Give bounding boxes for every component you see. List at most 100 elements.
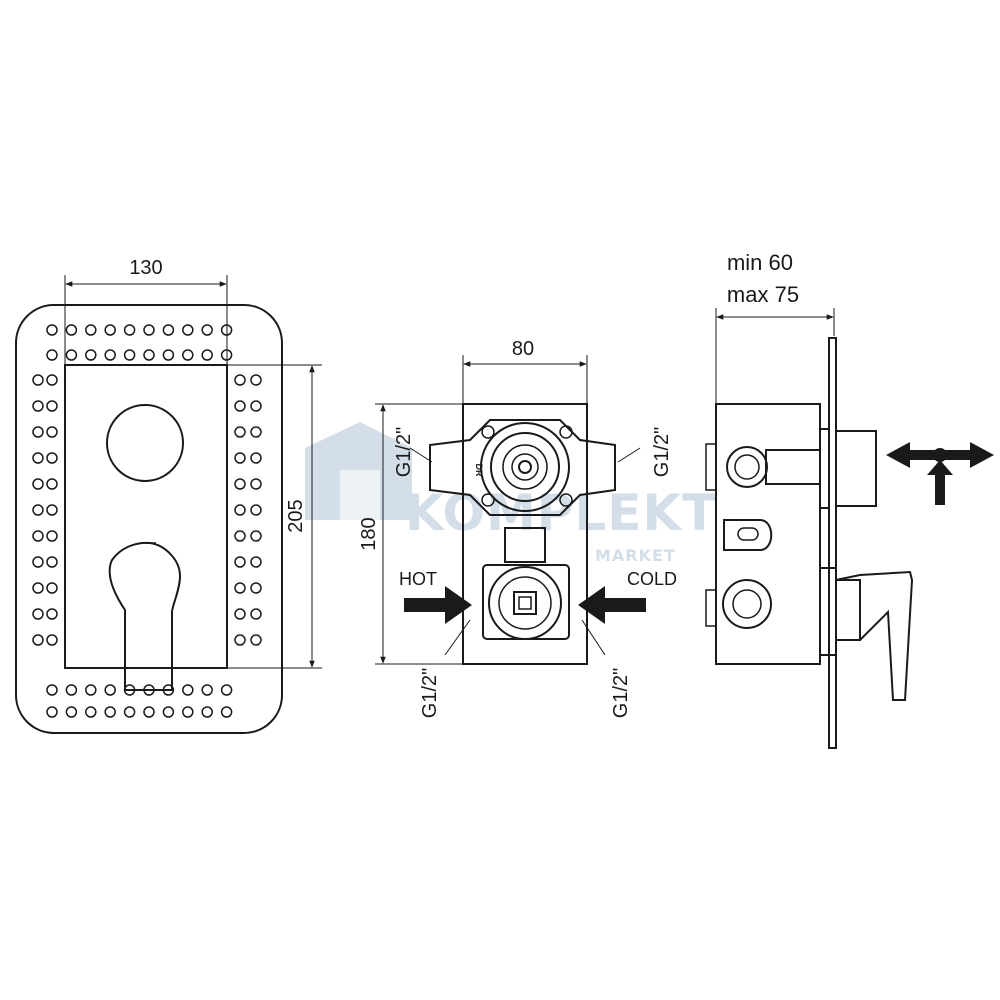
thread-bottom-right-label: G1/2" [610, 668, 632, 718]
front-width-label: 130 [129, 257, 162, 279]
side-view: min 60 max 75 [705, 250, 994, 749]
perforation-hole [32, 556, 44, 568]
perforation-hole [143, 349, 155, 361]
thread-bottom-left-label: G1/2" [419, 668, 441, 718]
perforation-hole [32, 634, 44, 646]
perforation-hole [46, 582, 58, 594]
perforation-hole [85, 706, 97, 718]
perforation-hole [46, 706, 58, 718]
perforation-hole [234, 374, 246, 386]
hot-label: HOT [399, 569, 437, 589]
perforation-hole [250, 556, 262, 568]
side-cover-plate [828, 337, 837, 749]
perforation-hole [32, 452, 44, 464]
perforation-hole [46, 374, 58, 386]
side-body [715, 403, 821, 665]
perforation-hole [250, 400, 262, 412]
perforation-hole [182, 324, 194, 336]
cold-inlet-arrow [578, 586, 646, 624]
upper-valve-body [429, 419, 616, 516]
perforation-hole [250, 374, 262, 386]
perforation-hole [234, 478, 246, 490]
perforation-hole [250, 530, 262, 542]
perforation-hole [104, 684, 116, 696]
perforation-hole [104, 706, 116, 718]
perforation-hole [104, 324, 116, 336]
perforation-hole [220, 706, 233, 718]
perforation-hole [46, 452, 58, 464]
perforation-hole [32, 400, 44, 412]
perforation-hole [182, 706, 194, 718]
perforation-hole [85, 684, 97, 696]
depth-max-label: max 75 [727, 282, 799, 307]
perforation-hole [234, 556, 246, 568]
body-mark: DR [474, 464, 484, 477]
depth-min-label: min 60 [727, 250, 793, 275]
diverter-knob [106, 404, 184, 482]
body-height-label: 180 [358, 517, 380, 550]
perforation-hole [220, 684, 233, 696]
side-lever [819, 567, 861, 656]
perforation-hole [46, 426, 58, 438]
thread-top-left-label: G1/2" [393, 427, 415, 477]
front-width-dimension: 130 [64, 257, 228, 365]
perforation-holes [32, 324, 262, 718]
perforation-hole [32, 504, 44, 516]
cold-label: COLD [627, 569, 677, 589]
perforation-hole [234, 504, 246, 516]
perforation-hole [104, 349, 116, 361]
perforation-hole [123, 324, 136, 336]
lower-valve-body [482, 564, 570, 640]
front-height-dimension: 205 [227, 364, 322, 669]
body-width-label: 80 [512, 338, 534, 360]
perforation-hole [123, 349, 136, 361]
perforation-hole [143, 706, 155, 718]
perforation-hole [201, 684, 213, 696]
perforation-hole [234, 426, 246, 438]
perforation-hole [234, 582, 246, 594]
perforation-hole [32, 608, 44, 620]
perforation-hole [162, 324, 175, 336]
front-view: 130 205 [15, 257, 322, 734]
perforation-hole [65, 349, 78, 361]
hot-inlet-arrow [404, 586, 472, 624]
perforation-hole [46, 400, 58, 412]
perforation-hole [250, 634, 262, 646]
perforation-hole [250, 582, 262, 594]
perforation-hole [65, 706, 78, 718]
perforation-hole [85, 349, 97, 361]
front-height-label: 205 [285, 499, 307, 532]
perforation-hole [250, 504, 262, 516]
perforation-hole [162, 706, 175, 718]
perforation-hole [201, 349, 213, 361]
perforation-hole [234, 608, 246, 620]
perforation-hole [250, 452, 262, 464]
perforation-hole [250, 608, 262, 620]
perforation-hole [234, 452, 246, 464]
perforation-hole [46, 504, 58, 516]
depth-dimension [715, 308, 835, 404]
perforation-hole [32, 582, 44, 594]
perforation-hole [201, 324, 213, 336]
perforation-hole [182, 349, 194, 361]
perforation-hole [46, 530, 58, 542]
perforation-hole [250, 478, 262, 490]
perforation-hole [32, 478, 44, 490]
perforation-hole [250, 426, 262, 438]
perforation-hole [32, 530, 44, 542]
perforation-hole [32, 426, 44, 438]
perforation-hole [46, 556, 58, 568]
perforation-hole [46, 608, 58, 620]
perforation-hole [182, 684, 194, 696]
perforation-hole [65, 684, 78, 696]
perforation-hole [46, 324, 58, 336]
perforation-hole [162, 349, 175, 361]
perforation-hole [65, 324, 78, 336]
watermark-sub: MARKET [595, 546, 676, 565]
mounting-plate [462, 403, 588, 665]
perforation-hole [46, 634, 58, 646]
perforation-hole [234, 400, 246, 412]
perforation-hole [46, 684, 58, 696]
thread-top-right-label: G1/2" [651, 427, 673, 477]
